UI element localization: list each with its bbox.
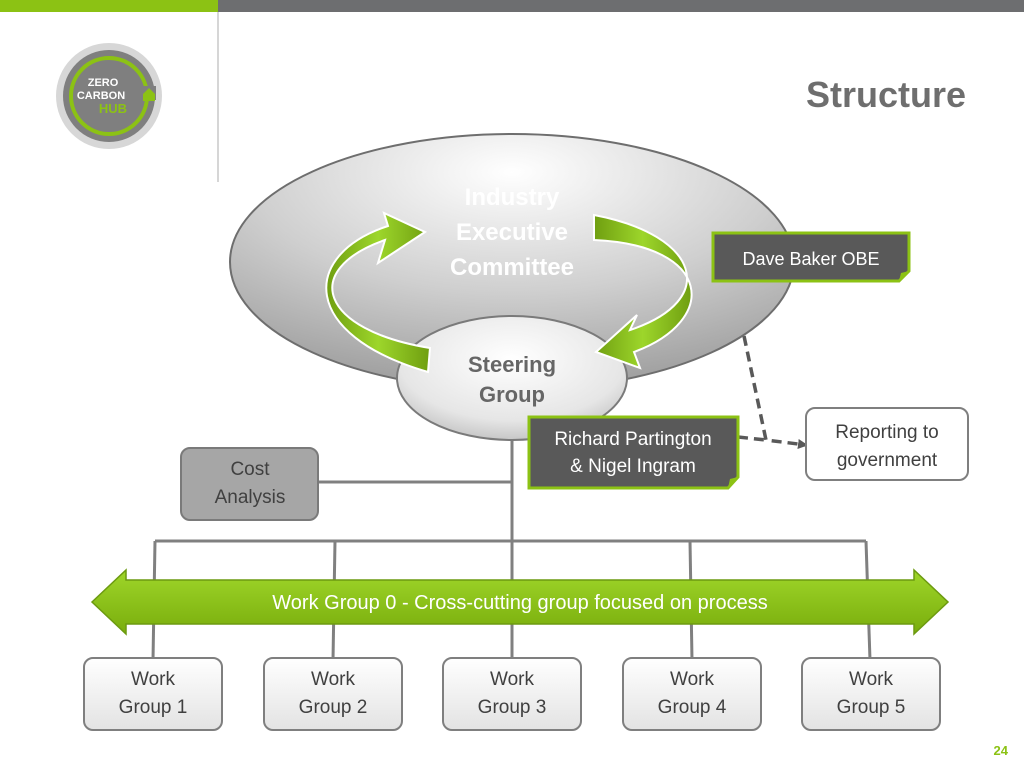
chair-label-text: Dave Baker OBE — [742, 249, 879, 269]
leads-reporting-dashed-line — [737, 435, 767, 442]
cost-analysis-line-1: Cost — [230, 459, 270, 480]
steering-leads-box: Richard Partington & Nigel Ingram — [527, 415, 740, 490]
steering-leads-line-1: Richard Partington — [554, 429, 711, 450]
steering-group-oval — [396, 315, 628, 441]
executive-committee-label-line-2: Executive — [456, 219, 568, 246]
work-group-3-line-1: Work — [490, 669, 534, 690]
reporting-line-2: government — [837, 450, 938, 471]
cycle-arrow-left-icon — [325, 211, 432, 374]
cost-analysis-line-2: Analysis — [215, 487, 286, 508]
page-number: 24 — [993, 743, 1008, 758]
work-group-0-label: Work Group 0 - Cross-cutting group focus… — [272, 592, 767, 614]
work-group-5-line-1: Work — [849, 669, 893, 690]
chair-label-box: Dave Baker OBE — [711, 231, 911, 283]
zero-carbon-hub-logo: ZERO CARBON HUB — [56, 43, 162, 149]
work-group-5-box: Work Group 5 — [801, 657, 941, 731]
work-group-3-box: Work Group 3 — [442, 657, 582, 731]
logo-line-2: CARBON — [77, 90, 125, 102]
work-group-4-line-2: Group 4 — [658, 697, 727, 718]
steering-leads-line-2: & Nigel Ingram — [570, 456, 696, 477]
work-group-1-box: Work Group 1 — [83, 657, 223, 731]
reporting-line-1: Reporting to — [835, 422, 939, 443]
steering-group-label-line-2: Group — [479, 382, 545, 407]
work-group-2-line-2: Group 2 — [299, 697, 368, 718]
work-group-1-line-1: Work — [131, 669, 175, 690]
logo-line-3: HUB — [99, 101, 127, 116]
work-group-0-band: Work Group 0 - Cross-cutting group focus… — [90, 568, 950, 636]
work-group-1-line-2: Group 1 — [119, 697, 188, 718]
slide-title: Structure — [805, 74, 966, 115]
header-gray-bar — [218, 0, 1024, 12]
logo-line-1: ZERO — [88, 77, 119, 89]
executive-committee-label-line-1: Industry — [465, 184, 560, 211]
executive-committee-label-line-3: Committee — [450, 254, 574, 281]
work-group-2-line-1: Work — [311, 669, 355, 690]
work-group-2-box: Work Group 2 — [263, 657, 403, 731]
steering-group-label-line-1: Steering — [468, 352, 556, 377]
cycle-arrow-right-icon — [593, 213, 693, 370]
work-group-5-line-2: Group 5 — [837, 697, 906, 718]
work-group-4-line-1: Work — [670, 669, 714, 690]
reporting-dashed-arrow — [742, 335, 808, 449]
work-group-3-line-2: Group 3 — [478, 697, 547, 718]
work-group-4-box: Work Group 4 — [622, 657, 762, 731]
cost-analysis-box: Cost Analysis — [180, 447, 319, 521]
reporting-box: Reporting to government — [805, 407, 969, 481]
header-accent-bar — [0, 0, 218, 12]
